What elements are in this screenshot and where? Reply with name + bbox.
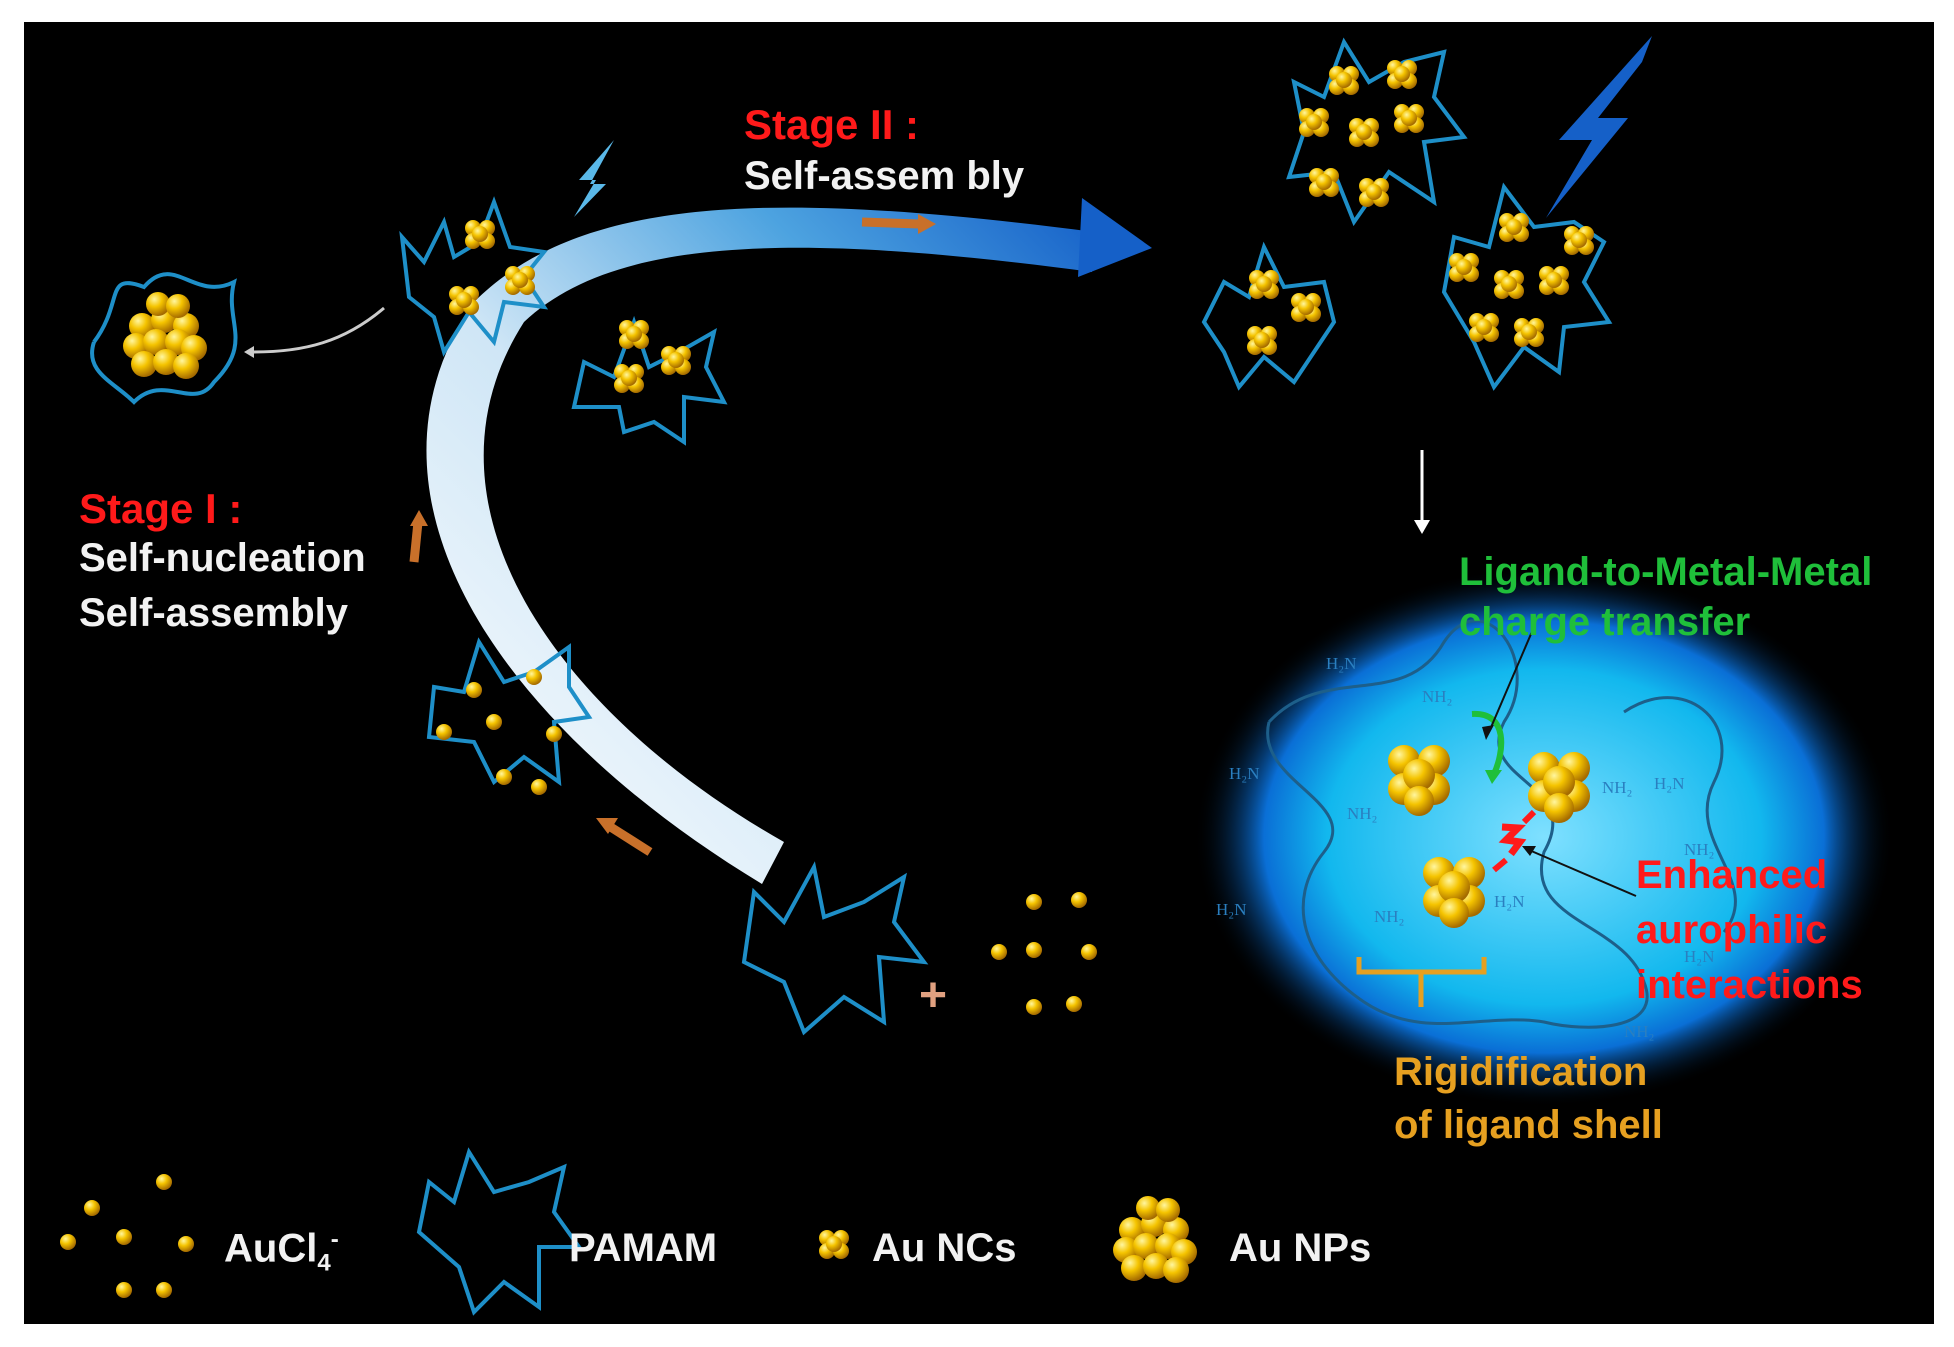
rigid-line1: Rigidification xyxy=(1394,1050,1648,1094)
rigid-line2: of ligand shell xyxy=(1394,1103,1663,1147)
aucl4-ions-start xyxy=(991,892,1097,1015)
zoom-sphere xyxy=(1194,567,1894,1107)
stage2-title: Stage II : xyxy=(744,101,920,148)
legend-au-np-icon xyxy=(1113,1196,1197,1283)
amine-label: NH₂ xyxy=(1422,687,1453,706)
amine-label: NH₂ xyxy=(1374,907,1405,926)
direction-arrow-middle xyxy=(409,510,428,563)
aurophilic-line2: aurophilic xyxy=(1636,908,1828,952)
diagram-canvas xyxy=(60,36,1894,1316)
direction-arrow-bottom xyxy=(596,818,653,856)
aurophilic-line1: Enhanced xyxy=(1636,853,1828,897)
assembly-top xyxy=(1286,37,1468,227)
legend-aucl4-label: AuCl4- xyxy=(224,1228,339,1275)
amine-label: H₂N xyxy=(1494,892,1525,911)
amine-label: H₂N xyxy=(1326,654,1357,673)
amine-label: H₂N xyxy=(1684,947,1715,966)
amine-label: H₂N xyxy=(1229,764,1260,783)
stage1-title: Stage I : xyxy=(79,485,243,532)
aurophilic-pointer xyxy=(1528,849,1637,897)
amine-label: H₂N xyxy=(1216,900,1247,919)
stage2-line1: Self-assem bly xyxy=(744,154,1025,198)
legend-au-nps-label: Au NPs xyxy=(1229,1226,1372,1270)
pamam-with-ncs-middle xyxy=(571,315,728,446)
direction-arrow-top xyxy=(861,214,936,234)
pamam-start xyxy=(741,861,929,1036)
amine-label: H₂N xyxy=(1654,774,1685,793)
legend-aucl4-superscript: - xyxy=(330,1226,339,1253)
legend-au-ncs-label: Au NCs xyxy=(872,1226,1017,1270)
process-arc-arrow xyxy=(426,198,1152,884)
rigid-brace xyxy=(1356,957,1487,1007)
lightning-large-icon xyxy=(1546,36,1652,218)
lmmct-line1: Ligand-to-Metal-Metal xyxy=(1459,550,1873,594)
stage1-line2: Self-assembly xyxy=(79,591,349,635)
legend-aucl4-text: AuCl xyxy=(224,1226,318,1271)
lmmct-pointer xyxy=(1488,626,1535,733)
stage1-line1: Self-nucleation xyxy=(79,536,366,580)
assembly-right xyxy=(1441,182,1613,391)
plus-sign: + xyxy=(919,969,948,1022)
legend-aucl4-icon xyxy=(60,1174,194,1298)
legend-aucl4-subscript: 4 xyxy=(317,1249,331,1277)
lightning-small-icon xyxy=(574,140,614,217)
pamam-with-ncs-top xyxy=(399,196,549,357)
amine-label: NH₂ xyxy=(1684,840,1715,859)
arrow-to-nanoparticle xyxy=(253,306,385,354)
pamam-with-ions xyxy=(426,637,593,795)
legend-pamam-icon xyxy=(416,1147,583,1316)
figure-frame: Stage I : Self-nucleation Self-assembly … xyxy=(24,22,1934,1324)
arrow-down xyxy=(1414,450,1430,534)
amine-label: NH₂ xyxy=(1624,1022,1655,1041)
amine-label: NH₂ xyxy=(1602,778,1633,797)
amine-label: NH₂ xyxy=(1347,804,1378,823)
assembly-left xyxy=(1201,241,1337,391)
legend-pamam-label: PAMAM xyxy=(569,1226,718,1270)
aurophilic-line3: interactions xyxy=(1636,963,1863,1007)
lmmct-line2: charge transfer xyxy=(1459,600,1751,644)
legend-au-nc-icon xyxy=(819,1230,849,1259)
au-nanoparticle-product xyxy=(90,272,238,405)
